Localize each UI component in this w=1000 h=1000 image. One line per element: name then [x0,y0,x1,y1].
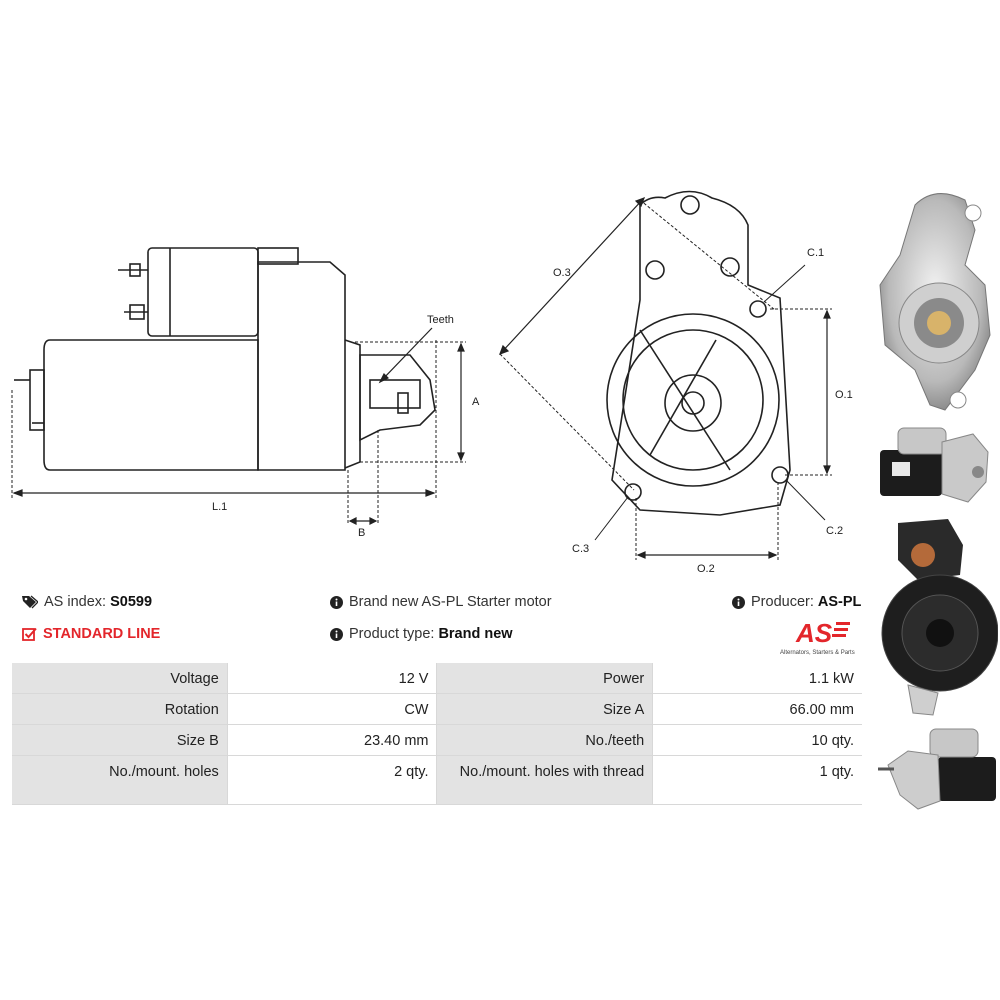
spec-label: Rotation [12,694,227,725]
dim-o1-label: O.1 [835,389,853,401]
teeth-label: Teeth [427,314,454,326]
front-view-drawing: O.3 O.1 O.2 C.1 C.2 C.3 [498,190,853,575]
spec-value: 66.00 mm [652,694,862,725]
spec-value: CW [226,694,438,725]
product-photo-front[interactable] [875,185,1000,420]
as-index-label: AS index: [44,594,107,610]
producer-label: Producer: [751,594,814,610]
hole-c1-label: C.1 [807,247,824,259]
hole-c2-label: C.2 [826,525,843,537]
checkbox-icon [22,627,37,641]
producer: Producer: AS-PL [732,594,861,610]
spec-value: 1.1 kW [652,663,862,694]
spec-label: Size A [437,694,653,725]
spec-value: 1 qty. [652,756,862,805]
as-logo-mark: AS [795,618,850,648]
product-photo-rear[interactable] [878,515,998,720]
dim-b-label: B [358,527,365,539]
dim-o2-label: O.2 [697,563,715,575]
info-icon [330,595,343,609]
spec-value: 2 qty. [226,756,438,805]
standard-line-label: STANDARD LINE [43,626,161,642]
tag-icon [22,595,38,609]
spec-table: Voltage 12 V Power 1.1 kW Rotation CW Si… [12,663,862,805]
dim-o3-label: O.3 [553,267,571,279]
hole-c3-label: C.3 [572,543,589,555]
as-pl-logo: AS Alternators, Starters & Parts [780,618,862,656]
product-type: Product type: Brand new [330,626,513,642]
dim-a-label: A [472,396,480,408]
as-index: AS index: S0599 [22,594,152,610]
spec-value: 12 V [226,663,438,694]
info-icon [732,595,745,609]
standard-line: STANDARD LINE [22,626,160,642]
table-row: Rotation CW Size A 66.00 mm [12,694,862,725]
spec-label: Power [437,663,653,694]
spec-value: 23.40 mm [226,725,438,756]
spec-label: No./teeth [437,725,653,756]
table-row: No./mount. holes 2 qty. No./mount. holes… [12,756,862,805]
product-photo-top[interactable] [878,725,998,813]
product-type-value: Brand new [438,626,513,642]
table-row: Voltage 12 V Power 1.1 kW [12,663,862,694]
as-index-value: S0599 [110,594,153,610]
spec-label: Voltage [12,663,227,694]
info-icon [330,627,343,641]
producer-value: AS-PL [817,594,862,610]
dim-l1-label: L.1 [212,501,227,513]
brand-info: Brand new AS-PL Starter motor [330,594,552,610]
product-type-label: Product type: [349,626,435,642]
spec-label: Size B [12,725,227,756]
brand-text: Brand new AS-PL Starter motor [349,594,552,610]
product-photo-side[interactable] [878,422,998,504]
spec-label: No./mount. holes with thread [437,756,653,805]
table-row: Size B 23.40 mm No./teeth 10 qty. [12,725,862,756]
side-view-drawing: Teeth A L.1 B [11,247,480,539]
logo-text: AS [795,618,833,646]
spec-value: 10 qty. [652,725,862,756]
logo-tagline: Alternators, Starters & Parts [780,650,855,656]
spec-label: No./mount. holes [12,756,227,805]
